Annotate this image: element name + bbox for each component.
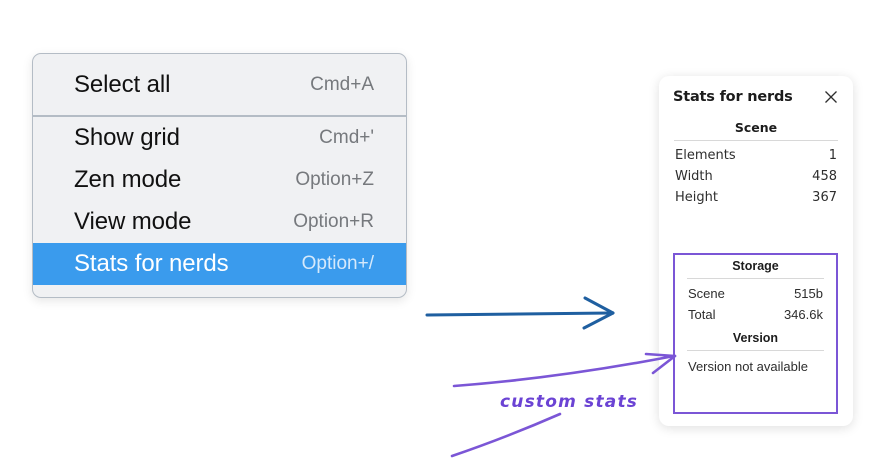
section-rule — [687, 278, 824, 279]
stat-label: Scene — [688, 286, 725, 301]
stat-row-height: Height 367 — [673, 187, 839, 208]
stats-for-nerds-panel: Stats for nerds Scene Elements 1 Width 4… — [659, 76, 853, 426]
stat-label: Width — [675, 169, 713, 184]
stat-value: 346.6k — [783, 307, 823, 322]
menu-item-shortcut: Cmd+A — [310, 74, 374, 95]
section-heading-version: Version — [732, 331, 779, 345]
context-menu[interactable]: Select all Cmd+A Show grid Cmd+' Zen mod… — [32, 53, 407, 298]
stat-label: Total — [688, 307, 716, 322]
menu-divider — [33, 115, 406, 117]
custom-stats-section: Storage Scene 515b Total 346.6k Version … — [673, 253, 838, 414]
menu-item-label: Select all — [74, 71, 171, 98]
stat-value: 458 — [812, 169, 837, 184]
stat-label: Height — [675, 190, 718, 205]
menu-item-shortcut: Option+R — [293, 211, 374, 232]
menu-item-label: View mode — [74, 208, 192, 235]
close-icon[interactable] — [823, 89, 839, 105]
stat-value: 1 — [828, 148, 837, 163]
custom-stats-annotation-label: custom stats — [500, 392, 639, 412]
menu-item-show-grid[interactable]: Show grid Cmd+' — [33, 117, 406, 159]
section-heading-scene: Scene — [734, 120, 778, 135]
purple-annotation-tail-icon — [450, 412, 562, 458]
menu-item-label: Zen mode — [74, 166, 182, 193]
stat-label: Elements — [675, 148, 736, 163]
menu-item-stats-for-nerds[interactable]: Stats for nerds Option+/ — [33, 243, 406, 285]
menu-item-label: Show grid — [74, 124, 180, 151]
panel-title: Stats for nerds — [673, 89, 793, 105]
menu-group-2: Show grid Cmd+' Zen mode Option+Z View m… — [33, 117, 406, 297]
menu-item-shortcut: Option+Z — [295, 169, 374, 190]
blue-arrow-icon — [425, 296, 615, 330]
menu-item-select-all[interactable]: Select all Cmd+A — [33, 64, 406, 106]
menu-item-view-mode[interactable]: View mode Option+R — [33, 201, 406, 243]
version-text: Version not available — [688, 359, 808, 374]
section-heading-storage: Storage — [732, 259, 779, 273]
menu-item-zen-mode[interactable]: Zen mode Option+Z — [33, 159, 406, 201]
stat-value: 515b — [794, 286, 823, 301]
stat-value: 367 — [812, 190, 837, 205]
menu-item-shortcut: Option+/ — [301, 253, 374, 274]
section-rule — [687, 350, 824, 351]
stat-row-elements: Elements 1 — [673, 145, 839, 166]
menu-group-1: Select all Cmd+A — [33, 54, 406, 115]
section-rule — [674, 140, 838, 141]
stat-row-storage-scene: Scene 515b — [686, 283, 825, 304]
panel-header: Stats for nerds — [673, 89, 839, 105]
menu-item-label: Stats for nerds — [74, 250, 229, 277]
stat-row-storage-total: Total 346.6k — [686, 304, 825, 325]
stat-row-width: Width 458 — [673, 166, 839, 187]
purple-arrow-icon — [452, 352, 677, 388]
menu-item-shortcut: Cmd+' — [319, 127, 374, 148]
